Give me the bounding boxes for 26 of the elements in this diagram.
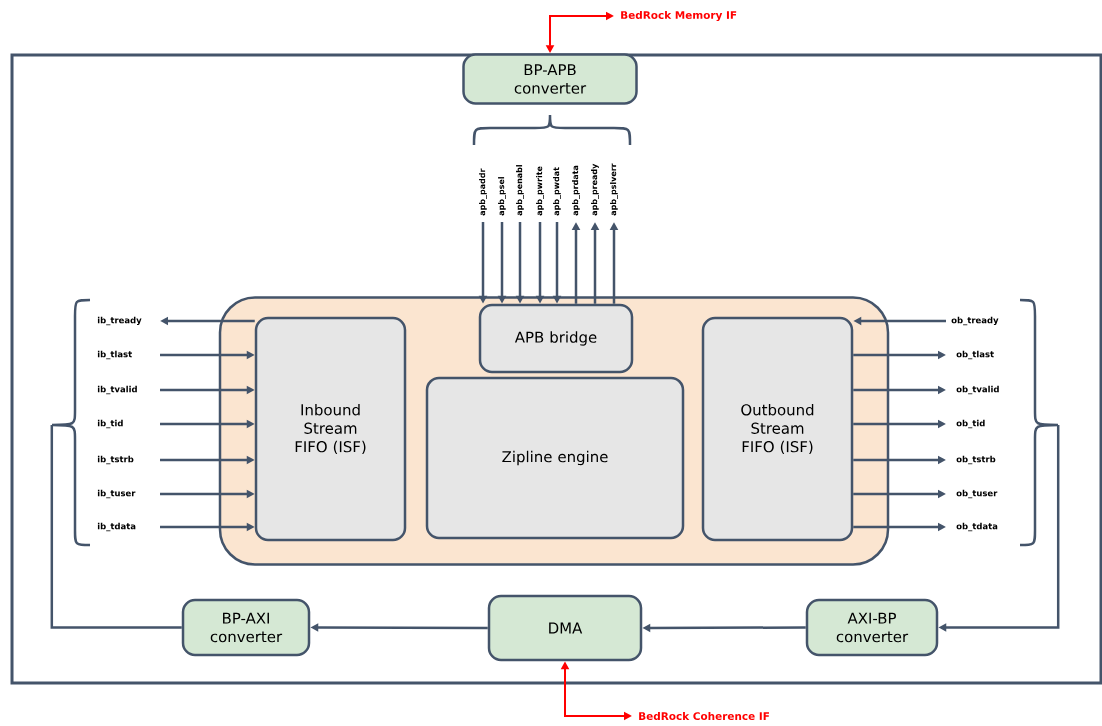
signal-label: ob_tdata [956, 522, 998, 532]
signal-label: ib_tlast [97, 350, 132, 360]
interface-label: BedRock Coherence IF [639, 711, 769, 721]
interface-label: BedRock Memory IF [621, 10, 737, 22]
signal-label: ib_tstrb [97, 455, 134, 465]
converter-box: AXI-BP converter [805, 598, 939, 657]
brace [50, 298, 90, 547]
signal-label: ob_tuser [956, 489, 998, 499]
engine-box: Zipline engine [425, 376, 685, 540]
signal-label: ib_tready [97, 316, 142, 326]
brace [1020, 298, 1060, 547]
signal-label: ib_tid [97, 419, 123, 429]
fifo-box: Outbound Stream FIFO (ISF) [701, 316, 854, 542]
bridge-box: APB bridge [478, 303, 634, 374]
signal-label: ob_tready [951, 316, 999, 326]
signal-label: ob_tid [956, 419, 985, 429]
converter-box: BP-AXI converter [181, 598, 311, 657]
signal-label: ob_tstrb [956, 455, 996, 465]
fifo-box: Inbound Stream FIFO (ISF) [254, 316, 407, 542]
signal-label: ib_tdata [97, 522, 136, 532]
dma-box: DMA [487, 594, 643, 662]
signal-label: ib_tuser [97, 489, 136, 499]
signal-label: ib_tvalid [97, 385, 137, 395]
signal-label: ob_tlast [956, 350, 994, 360]
converter-box: BP-APB converter [462, 53, 638, 105]
signal-label: ob_tvalid [956, 385, 999, 395]
